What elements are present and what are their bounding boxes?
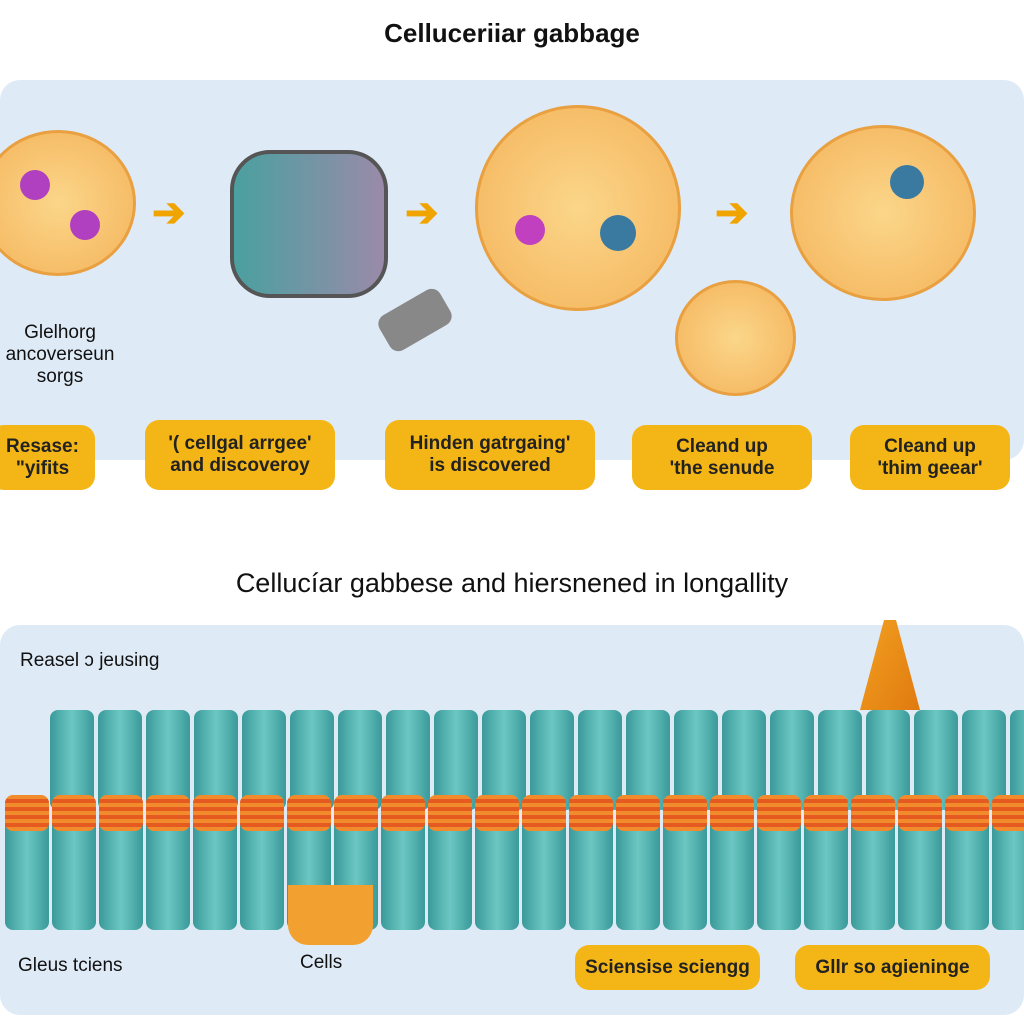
- cell-cylinder: [386, 710, 430, 810]
- cell-cap: [52, 795, 96, 831]
- cell-cap: [193, 795, 237, 831]
- callout-text: Reasel ɔ jeusing: [20, 650, 160, 671]
- label-line: '( cellgal arrgee': [168, 433, 312, 454]
- label-line: and discoveroy: [170, 455, 310, 476]
- cell-cap: [663, 795, 707, 831]
- cell-cap: [99, 795, 143, 831]
- label-line: 'the senude: [669, 457, 775, 479]
- arrow-icon: ➔: [715, 191, 749, 235]
- cell-cylinder: [194, 710, 238, 810]
- label-line: "yifits: [15, 457, 70, 479]
- step-label-4: Cleand up'the senude: [632, 425, 812, 490]
- bottom-title: Cellucíar gabbese and hiersnened in long…: [235, 568, 789, 598]
- cell-cylinder: [338, 710, 382, 810]
- label-line: Resase:: [6, 435, 79, 457]
- cell-cap: [992, 795, 1024, 831]
- cell-cap: [616, 795, 660, 831]
- cell-cylinder: [626, 710, 670, 810]
- cell-cylinder: [98, 710, 142, 810]
- cell-cylinder: [482, 710, 526, 810]
- cell-cylinder: [290, 710, 334, 810]
- step-label-3: Hinden gatrgaing'is discovered: [385, 420, 595, 490]
- cell-3: [675, 280, 796, 396]
- nucleus: [890, 165, 924, 199]
- cell-cap: [851, 795, 895, 831]
- label-sciensise: Sciensise sciengg: [575, 945, 760, 990]
- basket-icon: [288, 885, 373, 945]
- nucleus: [515, 215, 545, 245]
- cell-cylinder: [434, 710, 478, 810]
- cell-cylinder: [722, 710, 766, 810]
- cell-cap: [898, 795, 942, 831]
- cell-cylinder: [866, 710, 910, 810]
- cell-cap: [5, 795, 49, 831]
- cell-cylinder: [530, 710, 574, 810]
- cell-cap: [945, 795, 989, 831]
- cell-cylinder: [962, 710, 1006, 810]
- side-text-line: Glelhorg: [24, 322, 96, 343]
- cell-cap: [757, 795, 801, 831]
- cell-cylinder: [50, 710, 94, 810]
- label-line: Gllr so agieninge: [815, 956, 970, 978]
- cell-cap: [569, 795, 613, 831]
- nucleus: [70, 210, 100, 240]
- nucleus: [600, 215, 636, 251]
- label-line: Hinden gatrgaing': [409, 433, 571, 454]
- cell-cylinder: [674, 710, 718, 810]
- label-cells: Cells: [300, 952, 343, 973]
- cell-cylinder: [818, 710, 862, 810]
- label-line: 'thim geear': [877, 457, 983, 479]
- cell-cap: [287, 795, 331, 831]
- step-label-2: '( cellgal arrgee'and discoveroy: [145, 420, 335, 490]
- cell-cap: [475, 795, 519, 831]
- cell-cap: [428, 795, 472, 831]
- side-text: Glelhorg ancoverseun sorgs: [0, 322, 120, 388]
- trash-can-icon: [230, 150, 388, 298]
- cell-cap: [804, 795, 848, 831]
- arrow-icon: ➔: [405, 191, 439, 235]
- side-text-line: sorgs: [36, 366, 84, 387]
- cell-cap: [522, 795, 566, 831]
- side-text-line: ancoverseun: [5, 344, 115, 365]
- cell-cap: [146, 795, 190, 831]
- cell-cap: [381, 795, 425, 831]
- cell-cylinder: [914, 710, 958, 810]
- step-label-1: Resase:"yifits: [0, 425, 95, 490]
- arrow-icon: ➔: [152, 191, 186, 235]
- cell-cylinder: [242, 710, 286, 810]
- cell-cylinder: [1010, 710, 1024, 810]
- cell-cylinder: [770, 710, 814, 810]
- cell-cylinder: [578, 710, 622, 810]
- cell-1: [0, 130, 136, 276]
- cell-cap: [710, 795, 754, 831]
- label-line: is discovered: [429, 455, 551, 476]
- step-label-5: Cleand up'thim geear': [850, 425, 1010, 490]
- cell-4: [790, 125, 976, 301]
- label-line: Cleand up: [676, 435, 768, 457]
- cell-cap: [240, 795, 284, 831]
- cell-cap: [334, 795, 378, 831]
- label-line: Cleand up: [884, 435, 976, 457]
- cell-cylinder: [146, 710, 190, 810]
- label-line: Sciensise sciengg: [585, 956, 750, 978]
- nucleus: [20, 170, 50, 200]
- label-gleus: Gleus tciens: [18, 955, 123, 976]
- label-gllr: Gllr so agieninge: [795, 945, 990, 990]
- cell-2: [475, 105, 681, 311]
- top-title: Celluceriiar gabbage: [384, 18, 640, 48]
